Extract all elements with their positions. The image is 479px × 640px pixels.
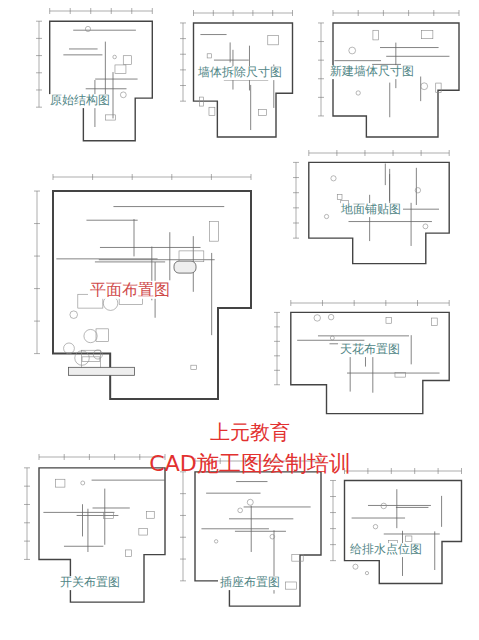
plan-panel: 插座布置图 [180, 458, 332, 616]
outer-wall [50, 21, 153, 141]
fixtures [324, 176, 427, 229]
inner-walls [334, 43, 449, 118]
outer-wall [53, 191, 251, 399]
fixtures [349, 30, 441, 95]
outer-wall [309, 162, 449, 263]
banner-text: 上元教育 [210, 421, 290, 444]
drawing-title: 地面铺贴图 [339, 203, 403, 217]
plan-panel: 原始结构图 [36, 8, 162, 150]
inner-walls [297, 335, 439, 393]
floor-plan-drawing [180, 458, 332, 616]
inner-walls [63, 30, 137, 127]
drawing-title: 开关布置图 [58, 576, 122, 590]
fixtures [214, 499, 303, 589]
inner-walls [43, 480, 165, 552]
dimension-lines [180, 10, 293, 101]
plan-panel: 平面布置图 [34, 174, 266, 412]
dimension-lines [24, 454, 165, 559]
outer-wall [291, 312, 449, 413]
drawing-title: 原始结构图 [48, 94, 112, 108]
drawing-title: 给排水点位图 [348, 543, 424, 557]
plan-panel: 给排水点位图 [330, 468, 472, 592]
dimension-lines [36, 8, 152, 107]
inner-walls [352, 489, 442, 576]
fixtures [55, 479, 154, 556]
plan-panel: 新建墙体尺寸图 [318, 10, 470, 146]
plan-panel: 墙体拆除尺寸图 [180, 10, 302, 146]
fixtures [353, 503, 412, 575]
plan-panel: 天花布置图 [274, 300, 462, 422]
inner-walls [56, 207, 224, 336]
floor-plan-drawing [330, 468, 472, 592]
outer-wall [195, 472, 321, 606]
outer-wall [39, 468, 165, 602]
drawing-title: 新建墙体尺寸图 [328, 65, 416, 79]
fixtures [64, 221, 219, 369]
fixtures [314, 314, 437, 377]
drawing-title: 平面布置图 [88, 281, 172, 299]
floor-plan-drawing [36, 8, 162, 150]
drawing-title: 墙体拆除尺寸图 [196, 66, 284, 80]
inner-walls [200, 35, 273, 130]
drawing-title: 插座布置图 [218, 576, 282, 590]
floor-plan-drawing [274, 300, 462, 422]
inner-walls [201, 482, 310, 594]
outer-wall [333, 23, 459, 137]
outer-wall [345, 480, 462, 583]
kitchen-counter [68, 261, 196, 375]
outer-wall [194, 23, 293, 137]
plan-panel: 地面铺贴图 [293, 150, 461, 272]
plan-panel: 开关布置图 [24, 454, 176, 612]
banner-text: CAD施工图绘制培训 [149, 451, 350, 476]
drawing-title: 天花布置图 [338, 343, 402, 357]
dimension-lines [293, 150, 449, 238]
